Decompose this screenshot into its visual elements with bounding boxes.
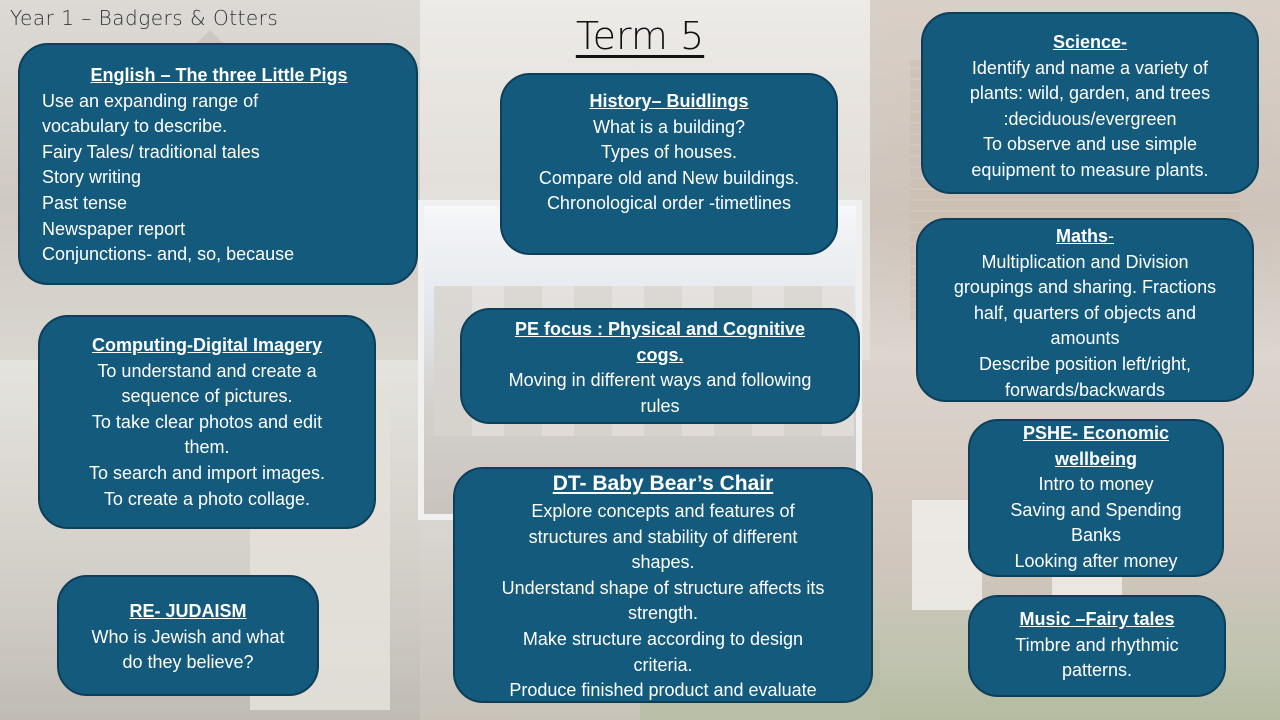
science-card: Science- Identify and name a variety of … bbox=[921, 12, 1259, 194]
science-heading: Science- bbox=[1052, 32, 1128, 52]
music-heading: Music –Fairy tales bbox=[1019, 609, 1175, 629]
maths-heading-text: Maths bbox=[1055, 226, 1108, 246]
science-line: plants: wild, garden, and trees bbox=[969, 83, 1211, 104]
english-line: Use an expanding range of bbox=[42, 90, 259, 111]
computing-heading: Computing-Digital Imagery bbox=[91, 335, 322, 355]
english-line: Story writing bbox=[42, 167, 142, 188]
computing-line: To search and import images. bbox=[88, 462, 326, 483]
maths-card: Maths- Multiplication and Division group… bbox=[916, 218, 1254, 402]
english-line: Fairy Tales/ traditional tales bbox=[42, 141, 260, 162]
maths-line: forwards/backwards bbox=[1004, 379, 1166, 400]
computing-line: To take clear photos and edit bbox=[91, 411, 323, 432]
pshe-line: Saving and Spending bbox=[1010, 499, 1182, 520]
science-line: Identify and name a variety of bbox=[971, 57, 1209, 78]
english-line: vocabulary to describe. bbox=[42, 116, 228, 137]
maths-line: groupings and sharing. Fractions bbox=[953, 277, 1217, 298]
dt-line: Produce finished product and evaluate bbox=[509, 680, 817, 701]
history-heading: History– Buidlings bbox=[589, 91, 749, 111]
dt-line: Make structure according to design bbox=[522, 628, 804, 649]
dt-line: Explore concepts and features of bbox=[531, 501, 795, 521]
maths-line: Describe position left/right, bbox=[978, 353, 1192, 374]
dt-line: Understand shape of structure affects it… bbox=[501, 577, 825, 598]
music-line: patterns. bbox=[1061, 660, 1133, 681]
dt-line: strength. bbox=[627, 603, 699, 624]
history-line: Chronological order -timetlines bbox=[546, 193, 792, 214]
computing-line: them. bbox=[184, 437, 230, 458]
re-line: Who is Jewish and what bbox=[91, 626, 285, 647]
maths-line: half, quarters of objects and bbox=[973, 302, 1197, 323]
maths-line: Multiplication and Division bbox=[981, 251, 1189, 272]
pshe-heading-line-2: wellbeing bbox=[1054, 448, 1137, 469]
pe-heading-line-2: cogs. bbox=[636, 344, 684, 365]
music-card: Music –Fairy tales Timbre and rhythmic p… bbox=[968, 595, 1226, 697]
pshe-card: PSHE- Economic wellbeing Intro to money … bbox=[968, 419, 1224, 577]
pshe-line: Intro to money bbox=[1038, 474, 1154, 495]
english-line: Past tense bbox=[42, 192, 128, 213]
pe-card: PE focus : Physical and Cognitive cogs. … bbox=[460, 308, 860, 424]
dt-card: DT- Baby Bear’s Chair Explore concepts a… bbox=[453, 467, 873, 703]
history-line: Compare old and New buildings. bbox=[538, 167, 800, 188]
dt-heading: DT- Baby Bear’s Chair bbox=[552, 472, 774, 495]
computing-line: To understand and create a bbox=[97, 360, 317, 381]
class-label: Year 1 – Badgers & Otters bbox=[10, 6, 279, 30]
page-title: Term 5 bbox=[575, 14, 705, 58]
computing-line: To create a photo collage. bbox=[103, 488, 311, 509]
history-card: History– Buidlings What is a building? T… bbox=[500, 73, 838, 255]
science-line: To observe and use simple bbox=[982, 134, 1198, 155]
computing-card: Computing-Digital Imagery To understand … bbox=[38, 315, 376, 529]
pe-line: rules bbox=[640, 395, 680, 416]
re-line: do they believe? bbox=[122, 652, 254, 673]
english-card: English – The three Little Pigs Use an e… bbox=[18, 43, 418, 285]
pe-line: Moving in different ways and following bbox=[508, 370, 812, 391]
history-line: What is a building? bbox=[592, 116, 746, 137]
re-heading: RE- JUDAISM bbox=[129, 601, 247, 621]
maths-heading: Maths- bbox=[930, 224, 1240, 250]
history-line: Types of houses. bbox=[600, 142, 738, 163]
pe-heading-line-1: PE focus : Physical and Cognitive bbox=[514, 319, 806, 339]
dt-line: structures and stability of different bbox=[528, 526, 798, 547]
english-heading: English – The three Little Pigs bbox=[90, 65, 348, 85]
dt-line: criteria. bbox=[633, 654, 693, 675]
pshe-heading-line-1: PSHE- Economic bbox=[1022, 423, 1170, 443]
pshe-line: Banks bbox=[1070, 525, 1122, 546]
dt-line: shapes. bbox=[631, 552, 695, 573]
science-line: :deciduous/evergreen bbox=[1003, 108, 1177, 129]
re-card: RE- JUDAISM Who is Jewish and what do th… bbox=[57, 575, 319, 696]
music-line: Timbre and rhythmic bbox=[1015, 634, 1179, 655]
science-line: equipment to measure plants. bbox=[971, 159, 1209, 180]
english-line: Conjunctions- and, so, because bbox=[42, 244, 295, 265]
computing-line: sequence of pictures. bbox=[121, 386, 293, 407]
maths-line: amounts bbox=[1050, 328, 1120, 349]
maths-heading-tail: - bbox=[1108, 226, 1114, 246]
english-line: Newspaper report bbox=[42, 218, 186, 239]
pshe-line: Looking after money bbox=[1014, 550, 1178, 571]
